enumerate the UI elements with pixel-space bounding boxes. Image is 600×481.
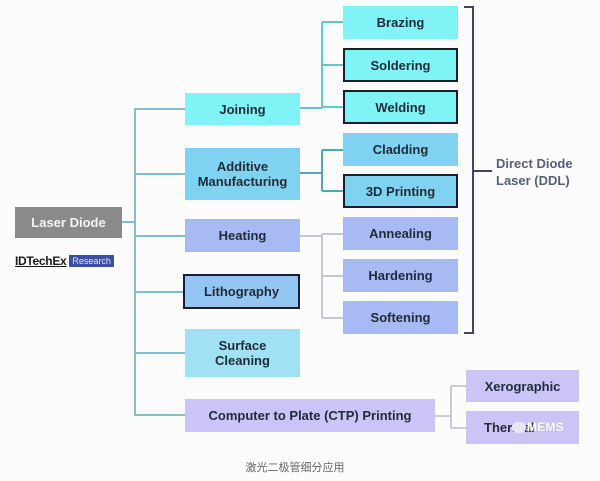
watermark: MEMS [512,420,564,434]
node-label: Xerographic [484,378,561,394]
node-label: 3D Printing [365,183,436,199]
watermark-text: MEMS [527,420,564,434]
node-label: Joining [219,101,266,117]
figure-caption: 激光二极管细分应用 [245,462,345,474]
node-label-line2: Cleaning [215,353,270,368]
idtechex-logo: IDTechEx Research [15,254,114,268]
ctp-connector [435,385,466,429]
node-surface-cleaning: Surface Cleaning [185,329,300,377]
node-softening: Softening [343,301,458,334]
node-ctp-printing: Computer to Plate (CTP) Printing [185,399,435,432]
ddl-label: Direct Diode Laser (DDL) [496,155,573,189]
node-label: Brazing [376,15,425,30]
node-label-line2: Manufacturing [197,174,288,189]
node-label: Softening [370,310,431,325]
node-label-line1: Surface [218,338,267,353]
additive-connector [300,149,343,192]
logo-badge: Research [69,255,114,267]
node-label: Heating [218,228,267,243]
node-label: Welding [375,99,426,115]
ddl-label-line2: Laser (DDL) [496,173,570,188]
node-label-line1: Additive [216,159,269,174]
heating-connector [300,233,343,319]
joining-connector [300,21,343,109]
node-label: Computer to Plate (CTP) Printing [208,408,412,423]
ddl-label-line1: Direct Diode [496,156,573,171]
wechat-icon [512,422,526,434]
node-welding: Welding [343,90,458,124]
node-3d-printing: 3D Printing [343,174,458,208]
node-xerographic: Xerographic [466,370,579,402]
node-joining: Joining [185,93,300,125]
node-label: Cladding [372,142,429,157]
node-brazing: Brazing [343,6,458,39]
root-label: Laser Diode [31,215,106,230]
node-label: Lithography [203,284,280,299]
node-hardening: Hardening [343,259,458,292]
node-label: Hardening [368,268,433,283]
logo-brand: IDTechEx [15,254,67,268]
node-heating: Heating [185,219,300,252]
node-annealing: Annealing [343,217,458,250]
ddl-bracket [464,6,492,334]
node-cladding: Cladding [343,133,458,166]
node-soldering: Soldering [343,48,458,82]
node-label: Annealing [369,226,432,241]
node-additive-manufacturing: Additive Manufacturing [185,148,300,200]
node-label: Soldering [370,57,431,73]
node-lithography: Lithography [183,274,300,309]
root-laser-diode: Laser Diode [15,207,122,238]
